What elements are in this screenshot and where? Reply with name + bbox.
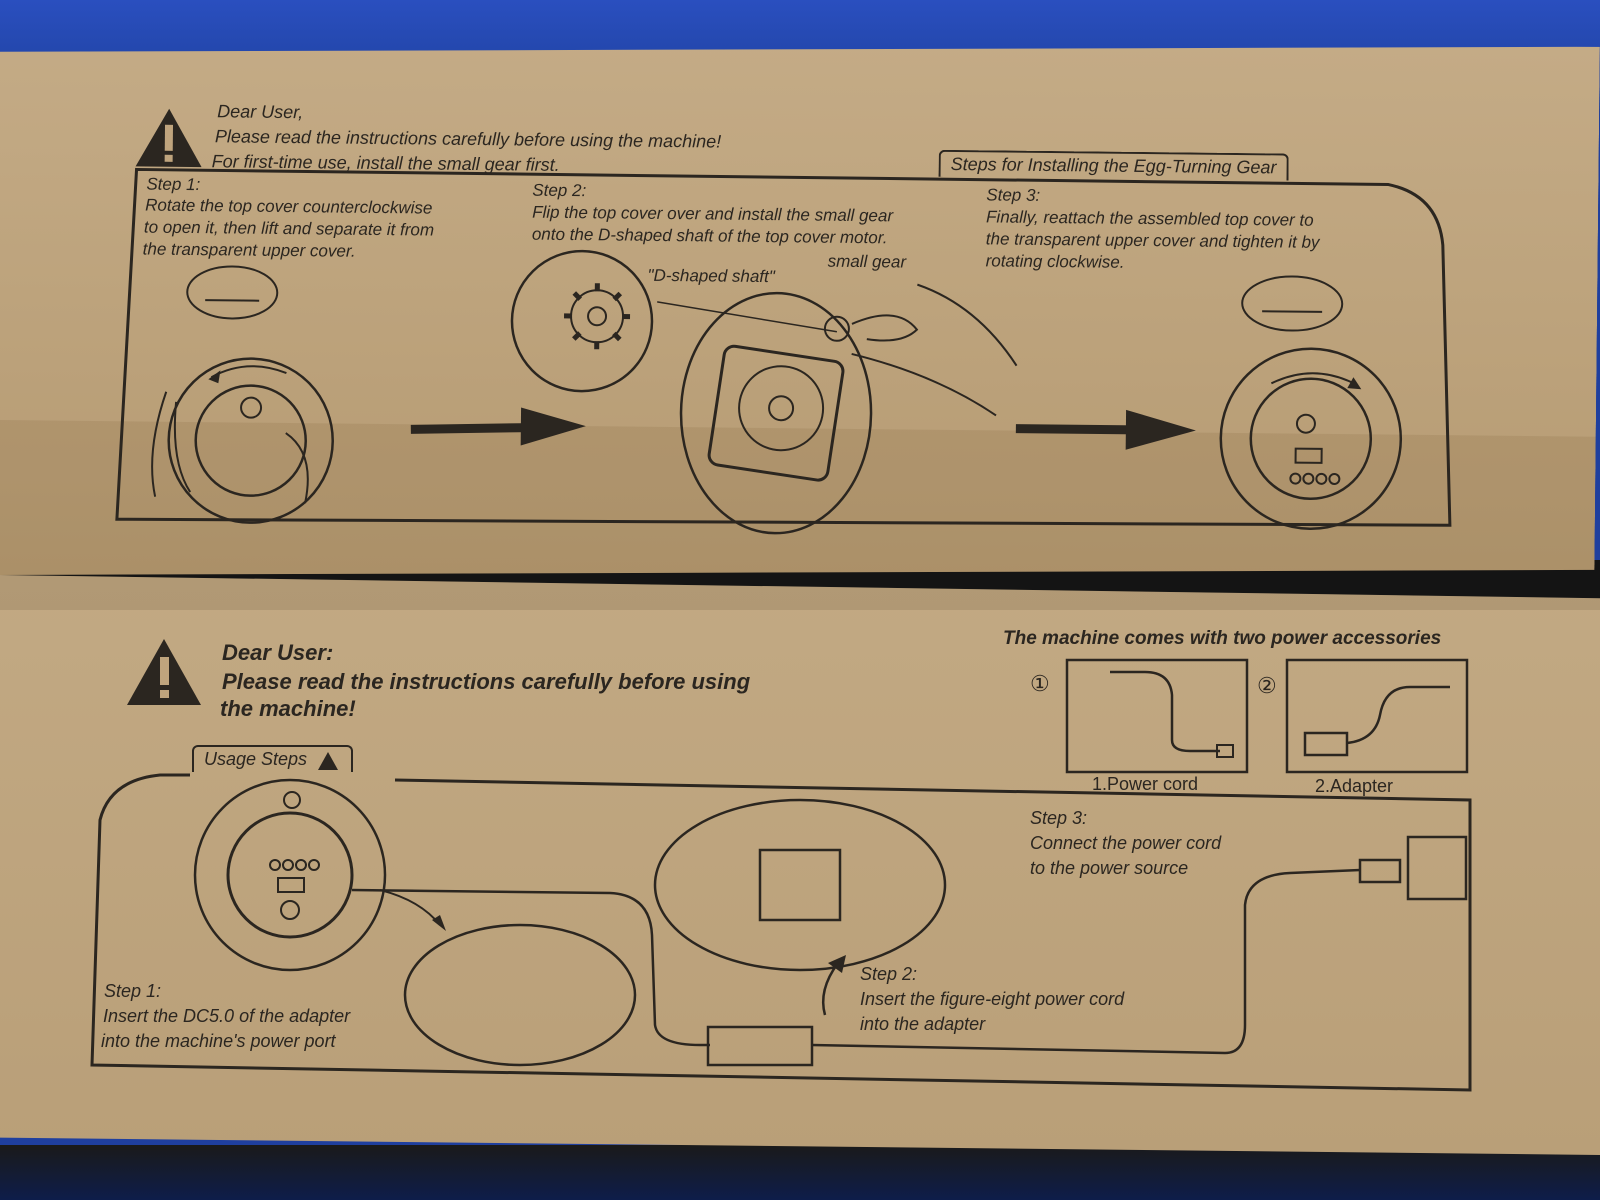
- bottom-notice-line1: Please read the instructions carefully b…: [222, 669, 751, 694]
- bottom-step3-title: Step 3:: [1030, 808, 1088, 828]
- top-step1-line2: to open it, then lift and separate it fr…: [143, 217, 435, 240]
- accessory-2-number: ②: [1257, 673, 1277, 698]
- top-step-frame: [0, 30, 1600, 592]
- bottom-cardboard-panel: Dear User: Please read the instructions …: [0, 575, 1600, 1155]
- bottom-step1-line2: into the machine's power port: [101, 1031, 336, 1051]
- top-step3-title: Step 3:: [986, 185, 1041, 205]
- bottom-step1-title: Step 1:: [104, 981, 162, 1001]
- top-step3-line3: rotating clockwise.: [985, 251, 1125, 272]
- bottom-step3-line1: Connect the power cord: [1030, 833, 1222, 853]
- bottom-step3-line2: to the power source: [1030, 858, 1189, 878]
- bottom-background: [0, 1145, 1600, 1200]
- usage-frame-and-accessories: [90, 658, 1472, 1092]
- bottom-step1-line1: Insert the DC5.0 of the adapter: [103, 1006, 351, 1026]
- accessories-title: The machine comes with two power accesso…: [1003, 628, 1442, 649]
- usage-steps-tab: Usage Steps: [192, 745, 354, 772]
- usage-steps-label: Usage Steps: [204, 749, 308, 769]
- top-step2-line1: Flip the top cover over and install the …: [532, 202, 894, 226]
- top-step3-line2: the transparent upper cover and tighten …: [985, 229, 1320, 252]
- install-gear-illustration: [505, 240, 1038, 536]
- bottom-step2-line1: Insert the figure-eight power cord: [860, 989, 1125, 1009]
- top-step1-line3: the transparent upper cover.: [142, 239, 356, 261]
- bottom-step2-title: Step 2:: [860, 964, 918, 984]
- warning-icon: [134, 106, 205, 169]
- warning-small-icon: [318, 752, 339, 770]
- bottom-notice-line2: the machine!: [220, 696, 356, 721]
- top-step1-title: Step 1:: [146, 174, 201, 195]
- bottom-step2-line2: into the adapter: [860, 1014, 986, 1034]
- reattach-cover-illustration: [1210, 273, 1433, 525]
- accessory-1-label: 1.Power cord: [1092, 774, 1199, 794]
- top-step1-line1: Rotate the top cover counterclockwise: [145, 195, 433, 218]
- top-cardboard-panel: Dear User, Please read the instructions …: [0, 30, 1600, 592]
- top-step3-line1: Finally, reattach the assembled top cove…: [985, 207, 1314, 230]
- accessory-2-label: 2.Adapter: [1315, 776, 1394, 796]
- warning-icon-bottom: [127, 639, 201, 705]
- bottom-greeting: Dear User:: [222, 640, 334, 665]
- top-step2-title: Step 2:: [532, 180, 587, 201]
- accessory-1-number: ①: [1030, 671, 1050, 696]
- rotate-cover-illustration: [135, 261, 358, 503]
